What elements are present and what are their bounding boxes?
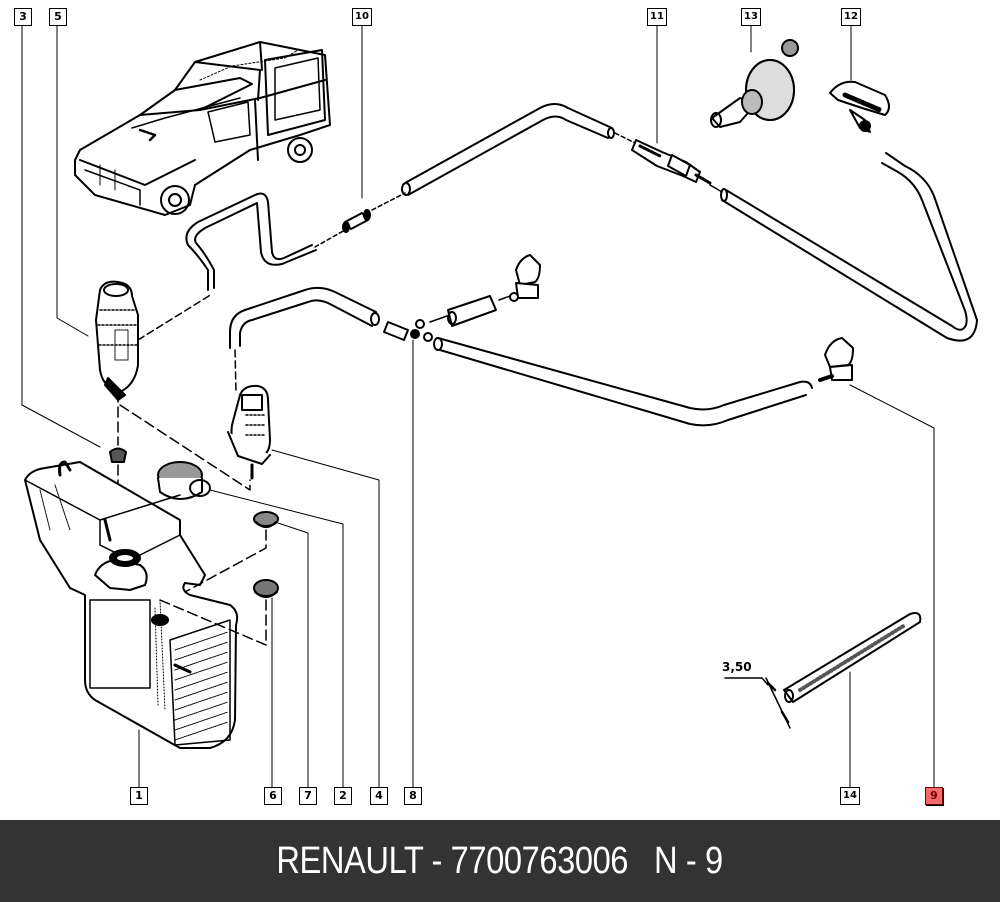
- van-illustration: [74, 41, 331, 216]
- footer-bar: RENAULT - 7700763006 N - 9: [0, 820, 1000, 902]
- jet-12-drawing: [829, 80, 890, 133]
- hose-rear-pump-to-tee: [229, 286, 380, 349]
- leader-lines: [21, 24, 935, 788]
- connector-10-drawing: [342, 209, 371, 233]
- callout-1[interactable]: 1: [130, 787, 148, 805]
- hose-front-pump-to-connector: [185, 192, 317, 291]
- callout-6[interactable]: 6: [264, 787, 282, 805]
- spacer: [629, 840, 655, 882]
- callout-10[interactable]: 10: [352, 8, 372, 26]
- position-label: N - 9: [654, 839, 724, 882]
- callout-2[interactable]: 2: [334, 787, 352, 805]
- diagram-drawing: [21, 24, 978, 788]
- hose-long-upper: [401, 103, 615, 196]
- filler-cap-2-drawing: [157, 461, 211, 500]
- hose-long-right: [720, 152, 978, 342]
- tee-8-drawing: [383, 319, 433, 342]
- reservoir-1-drawing: [24, 460, 239, 749]
- hose-short-segment: [447, 295, 497, 327]
- part-number: 7700763006: [451, 839, 629, 882]
- callout-11[interactable]: 11: [647, 8, 667, 26]
- separator: -: [423, 839, 452, 882]
- jet-9-drawing: [818, 337, 854, 382]
- callout-3[interactable]: 3: [14, 8, 32, 26]
- grommet-13-drawing: [710, 39, 799, 128]
- hose-lower-long: [433, 337, 813, 427]
- plug-7-drawing: [253, 511, 279, 528]
- parts-diagram: 3 5 10 11 13 12 1 6 7 2 4 8 14 9 3,50: [14, 8, 978, 805]
- grommet-3-drawing: [109, 447, 127, 463]
- callout-12[interactable]: 12: [841, 8, 861, 26]
- brand-name: RENAULT: [276, 839, 424, 882]
- callout-4[interactable]: 4: [370, 787, 388, 805]
- pump-5-drawing: [95, 280, 139, 401]
- valve-11-drawing: [631, 139, 712, 185]
- jet-upper-drawing: [509, 254, 541, 302]
- plug-6-drawing: [253, 579, 279, 598]
- dimension-marker: [724, 677, 791, 729]
- callout-14[interactable]: 14: [840, 787, 860, 805]
- callout-9-highlighted[interactable]: 9: [925, 787, 943, 805]
- hose-14-drawing: [783, 612, 922, 703]
- dimension-label: 3,50: [722, 660, 752, 674]
- callout-7[interactable]: 7: [299, 787, 317, 805]
- pump-4-drawing: [227, 384, 271, 480]
- callout-5[interactable]: 5: [49, 8, 67, 26]
- footer-caption: RENAULT - 7700763006 N - 9: [276, 839, 724, 883]
- callout-13[interactable]: 13: [741, 8, 761, 26]
- callout-8[interactable]: 8: [404, 787, 422, 805]
